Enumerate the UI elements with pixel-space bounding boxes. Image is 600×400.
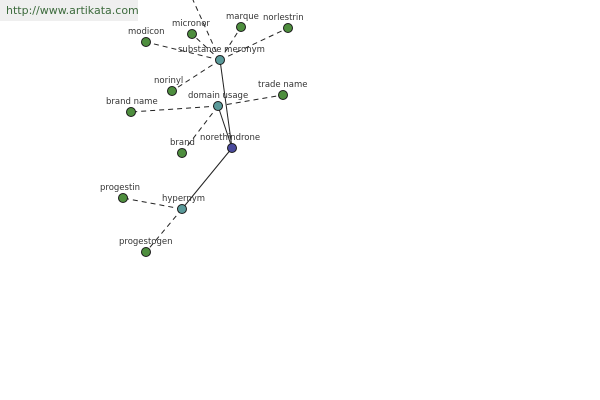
- edge-norethindrone-domain-usage: [217, 105, 233, 149]
- edge-norethindrone-substance-meronym: [219, 59, 233, 149]
- node-trade-name[interactable]: [278, 90, 288, 100]
- watermark-link[interactable]: http://www.artikata.com: [0, 0, 139, 21]
- edge-domain-brand-name: [130, 105, 219, 113]
- label-norethindrone[interactable]: norethindrone: [200, 133, 260, 143]
- edge-domain-brand: [181, 105, 219, 154]
- edge-meronym-modicon: [145, 41, 221, 61]
- node-substance-meronym[interactable]: [215, 55, 225, 65]
- label-hypernym[interactable]: hypernym: [162, 194, 205, 204]
- node-micronor[interactable]: [187, 29, 197, 39]
- edge-meronym-norlestrin: [219, 27, 289, 61]
- node-modicon[interactable]: [141, 37, 151, 47]
- edge-meronym-offscreen: [192, 0, 221, 61]
- label-marque[interactable]: marque: [226, 12, 259, 22]
- node-brand[interactable]: [177, 148, 187, 158]
- node-marque[interactable]: [236, 22, 246, 32]
- edge-hypernym-progestin: [122, 197, 183, 210]
- label-norlestrin[interactable]: norlestrin: [263, 13, 304, 23]
- label-brand-name[interactable]: brand name: [106, 97, 158, 107]
- edge-norethindrone-hypernym: [181, 147, 233, 210]
- node-brand-name[interactable]: [126, 107, 136, 117]
- labels: norethindrone hypernym domain usage subs…: [100, 12, 307, 247]
- edge-meronym-norinyl: [171, 59, 221, 92]
- label-progestogen[interactable]: progestogen: [119, 237, 173, 247]
- label-norinyl[interactable]: norinyl: [154, 76, 183, 86]
- label-substance-meronym[interactable]: substance meronym: [178, 45, 265, 55]
- node-progestogen[interactable]: [141, 247, 151, 257]
- node-norinyl[interactable]: [167, 86, 177, 96]
- edge-hypernym-progestogen: [145, 208, 183, 253]
- edges: [122, 0, 289, 253]
- node-progestin[interactable]: [118, 193, 128, 203]
- node-hypernym[interactable]: [177, 204, 187, 214]
- nodes: [118, 22, 293, 257]
- label-brand[interactable]: brand: [170, 138, 195, 148]
- edge-domain-trade-name: [217, 94, 284, 107]
- node-domain-usage[interactable]: [213, 101, 223, 111]
- label-modicon[interactable]: modicon: [128, 27, 165, 37]
- label-micronor[interactable]: micronor: [172, 19, 210, 29]
- node-norethindrone[interactable]: [227, 143, 237, 153]
- edge-meronym-marque: [219, 26, 242, 61]
- node-norlestrin[interactable]: [283, 23, 293, 33]
- edge-meronym-micronor: [191, 33, 221, 61]
- label-domain-usage[interactable]: domain usage: [188, 91, 248, 101]
- label-trade-name[interactable]: trade name: [258, 80, 307, 90]
- label-progestin[interactable]: progestin: [100, 183, 140, 193]
